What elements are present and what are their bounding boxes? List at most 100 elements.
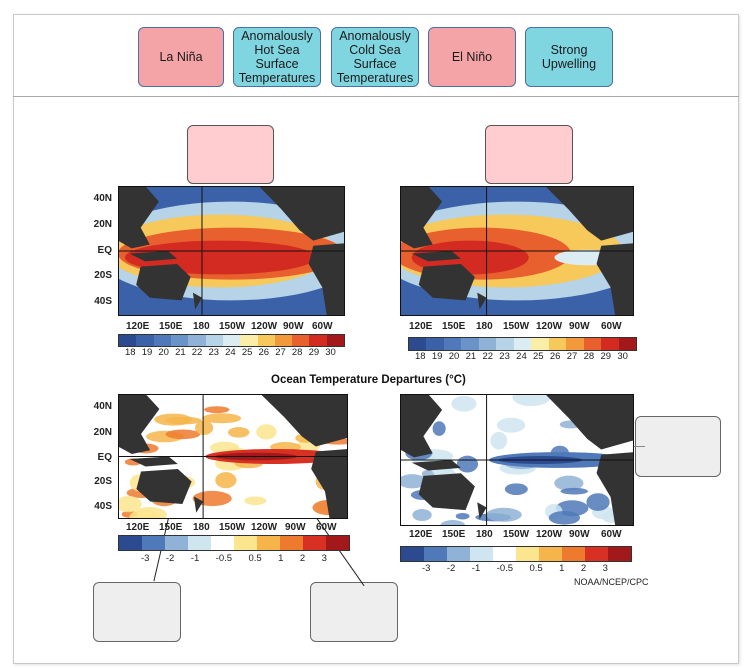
colorbar-tick-label: 26 [259, 347, 270, 358]
colorbar-tick-label: 23 [499, 351, 510, 362]
colorbar-tick-label: 27 [567, 351, 578, 362]
colorbar-swatch [275, 335, 292, 346]
colorbar-swatch [479, 338, 496, 350]
lon-label: 180 [476, 321, 493, 332]
drop-target-right[interactable] [635, 416, 721, 477]
map-sst-top-left [118, 186, 345, 316]
lon-label: 120E [409, 529, 432, 540]
colorbar-tick-label: 23 [208, 347, 219, 358]
anomaly-patch [433, 421, 446, 436]
map-anomaly-bottom-left [118, 394, 348, 519]
temp-scale-left: 18192021222324252627282930 [125, 347, 336, 358]
anomaly-patch [204, 406, 229, 413]
anomaly-patch [561, 488, 588, 495]
drop-target-top-right[interactable] [485, 125, 573, 184]
colorbar-swatch [549, 338, 566, 350]
lat-label: 40S [84, 296, 112, 307]
colorbar-swatch [223, 335, 240, 346]
anomaly-patch [244, 496, 266, 505]
colorbar-tick-label: 0.5 [529, 563, 542, 574]
anomaly-patch [497, 418, 525, 433]
colorbar-swatch [280, 536, 303, 550]
temp-scale-right: 18192021222324252627282930 [415, 351, 628, 362]
anomaly-title: Ocean Temperature Departures (°C) [271, 374, 466, 386]
colorbar-tick-label: 25 [533, 351, 544, 362]
anomaly-patch [451, 396, 476, 412]
colorbar-swatch [234, 536, 257, 550]
lon-label: 180 [193, 522, 210, 533]
colorbar-swatch [188, 536, 211, 550]
tile-bank-divider [13, 96, 739, 97]
colorbar-swatch [211, 536, 234, 550]
tile-el-nino[interactable]: El Niño [428, 27, 516, 87]
lon-label: 60W [601, 321, 622, 332]
colorbar-tick-label: 29 [309, 347, 320, 358]
anomaly-patch [505, 483, 528, 495]
colorbar-swatch [608, 547, 631, 561]
colorbar-swatch [566, 338, 583, 350]
anomaly-patch [215, 472, 236, 488]
lon-label: 150W [219, 321, 245, 332]
anomaly-patch [202, 413, 241, 423]
anomaly-patch [456, 513, 470, 519]
colorbar-tick-label: 3 [603, 563, 608, 574]
lon-label: 60W [312, 321, 333, 332]
colorbar-swatch [601, 338, 618, 350]
lat-label: 20S [84, 476, 112, 487]
lon-label: 150W [503, 529, 529, 540]
colorbar-tick-label: -1 [191, 553, 199, 564]
drop-target-bottom-left[interactable] [93, 582, 181, 642]
lon-label: 150E [442, 529, 465, 540]
drop-target-bottom-right[interactable] [310, 582, 398, 642]
colorbar-tick-label: 22 [482, 351, 493, 362]
lon-label: 180 [193, 321, 210, 332]
colorbar-tick-label: -3 [422, 563, 430, 574]
lon-label: 150E [159, 321, 182, 332]
lat-label: 40S [84, 501, 112, 512]
lat-label: 20N [84, 427, 112, 438]
tile-anomalously-cold[interactable]: Anomalously Cold Sea Surface Temperature… [331, 27, 419, 87]
anomaly-colorbar-right [400, 546, 632, 562]
lat-label: 40N [84, 401, 112, 412]
colorbar-swatch [516, 547, 539, 561]
colorbar-tick-label: 28 [292, 347, 303, 358]
anomaly-patch [457, 456, 478, 473]
lon-label: 120E [409, 321, 432, 332]
colorbar-swatch [493, 547, 516, 561]
anomaly-scale-right: -3-2-1-0.50.5123 [422, 563, 608, 574]
colorbar-swatch [447, 547, 470, 561]
colorbar-swatch [136, 335, 153, 346]
lon-label: 150E [442, 321, 465, 332]
colorbar-tick-label: -1 [472, 563, 480, 574]
lon-label: 60W [601, 529, 622, 540]
colorbar-swatch [461, 338, 478, 350]
colorbar-swatch [584, 338, 601, 350]
colorbar-tick-label: 1 [278, 553, 283, 564]
colorbar-tick-label: -2 [447, 563, 455, 574]
tile-anomalously-hot[interactable]: Anomalously Hot Sea Surface Temperatures [233, 27, 321, 87]
temp-colorbar-right [408, 337, 637, 351]
drop-target-top-left[interactable] [187, 125, 274, 184]
colorbar-swatch [119, 536, 142, 550]
colorbar-tick-label: 25 [242, 347, 253, 358]
colorbar-tick-label: 21 [466, 351, 477, 362]
lon-label: 90W [285, 522, 306, 533]
lat-label: 20N [84, 219, 112, 230]
lon-label: 90W [283, 321, 304, 332]
lon-label: 120W [536, 529, 562, 540]
colorbar-swatch [409, 338, 426, 350]
colorbar-swatch [326, 536, 349, 550]
lon-label: 120E [126, 321, 149, 332]
colorbar-tick-label: 19 [142, 347, 153, 358]
tile-la-nina[interactable]: La Niña [138, 27, 224, 87]
colorbar-tick-label: 26 [550, 351, 561, 362]
tile-strong-upwelling[interactable]: Strong Upwelling [525, 27, 613, 87]
colorbar-tick-label: 24 [516, 351, 527, 362]
colorbar-tick-label: 30 [325, 347, 336, 358]
colorbar-swatch [514, 338, 531, 350]
colorbar-swatch [257, 536, 280, 550]
colorbar-swatch [154, 335, 171, 346]
colorbar-swatch [240, 335, 257, 346]
colorbar-tick-label: -0.5 [216, 553, 232, 564]
lon-label: 90W [569, 321, 590, 332]
